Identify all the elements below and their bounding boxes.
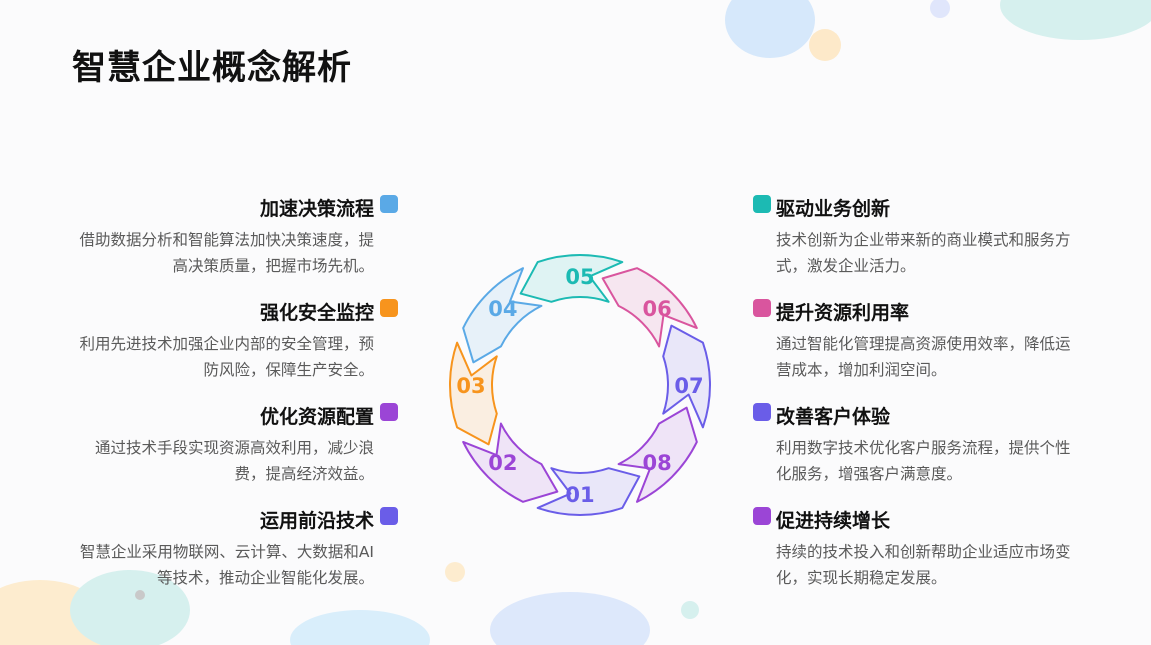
cycle-segment-08 — [617, 406, 698, 503]
cycle-label-01: 01 — [565, 483, 594, 507]
cycle-segment-03 — [449, 341, 498, 446]
cycle-label-05: 05 — [565, 265, 594, 289]
item-title: 强化安全监控 — [259, 302, 374, 324]
cycle-segment-07 — [662, 324, 711, 429]
item-title: 加速决策流程 — [259, 198, 374, 220]
item-04: 加速决策流程 借助数据分析和智能算法加快决策速度，提高决策质量，把握市场先机。 — [74, 195, 374, 279]
marker-02 — [380, 403, 398, 421]
item-08: 促进持续增长 持续的技术投入和创新帮助企业适应市场变化，实现长期稳定发展。 — [776, 507, 1076, 591]
marker-05 — [753, 195, 771, 213]
item-desc: 通过智能化管理提高资源使用效率，降低运营成本，增加利润空间。 — [776, 335, 1071, 379]
item-03: 强化安全监控 利用先进技术加强企业内部的安全管理，预防风险，保障生产安全。 — [74, 299, 374, 383]
cycle-label-08: 08 — [642, 451, 671, 475]
item-title: 促进持续增长 — [776, 510, 891, 532]
item-06: 提升资源利用率 通过智能化管理提高资源使用效率，降低运营成本，增加利润空间。 — [776, 299, 1076, 383]
item-title: 驱动业务创新 — [776, 198, 891, 220]
item-01: 运用前沿技术 智慧企业采用物联网、云计算、大数据和AI等技术，推动企业智能化发展… — [74, 507, 374, 591]
marker-07 — [753, 403, 771, 421]
cycle-label-07: 07 — [674, 374, 703, 398]
cycle-label-02: 02 — [488, 451, 517, 475]
cycle-label-04: 04 — [488, 297, 517, 321]
item-title: 提升资源利用率 — [776, 302, 910, 324]
item-desc: 技术创新为企业带来新的商业模式和服务方式，激发企业活力。 — [776, 231, 1071, 275]
marker-08 — [753, 507, 771, 525]
cycle-segment-06 — [601, 267, 698, 348]
item-desc: 利用数字技术优化客户服务流程，提供个性化服务，增强客户满意度。 — [776, 439, 1071, 483]
item-desc: 借助数据分析和智能算法加快决策速度，提高决策质量，把握市场先机。 — [79, 231, 374, 275]
cycle-diagram: 01 02 03 04 05 06 07 08 — [449, 254, 711, 516]
marker-01 — [380, 507, 398, 525]
cycle-segment-02 — [462, 422, 559, 503]
page-title: 智慧企业概念解析 — [72, 48, 352, 88]
cycle-segment-01 — [536, 467, 641, 516]
item-title: 改善客户体验 — [776, 406, 891, 428]
cycle-label-03: 03 — [456, 374, 485, 398]
cycle-segment-05 — [519, 254, 624, 303]
item-07: 改善客户体验 利用数字技术优化客户服务流程，提供个性化服务，增强客户满意度。 — [776, 403, 1076, 487]
item-desc: 利用先进技术加强企业内部的安全管理，预防风险，保障生产安全。 — [79, 335, 374, 379]
item-desc: 持续的技术投入和创新帮助企业适应市场变化，实现长期稳定发展。 — [776, 543, 1071, 587]
item-05: 驱动业务创新 技术创新为企业带来新的商业模式和服务方式，激发企业活力。 — [776, 195, 1076, 279]
item-02: 优化资源配置 通过技术手段实现资源高效利用，减少浪费，提高经济效益。 — [74, 403, 374, 487]
item-title: 运用前沿技术 — [259, 510, 374, 532]
cycle-label-06: 06 — [642, 297, 671, 321]
item-desc: 通过技术手段实现资源高效利用，减少浪费，提高经济效益。 — [94, 439, 374, 483]
item-title: 优化资源配置 — [259, 406, 374, 428]
marker-04 — [380, 195, 398, 213]
marker-06 — [753, 299, 771, 317]
marker-03 — [380, 299, 398, 317]
cycle-segment-04 — [462, 267, 543, 364]
item-desc: 智慧企业采用物联网、云计算、大数据和AI等技术，推动企业智能化发展。 — [79, 543, 374, 587]
